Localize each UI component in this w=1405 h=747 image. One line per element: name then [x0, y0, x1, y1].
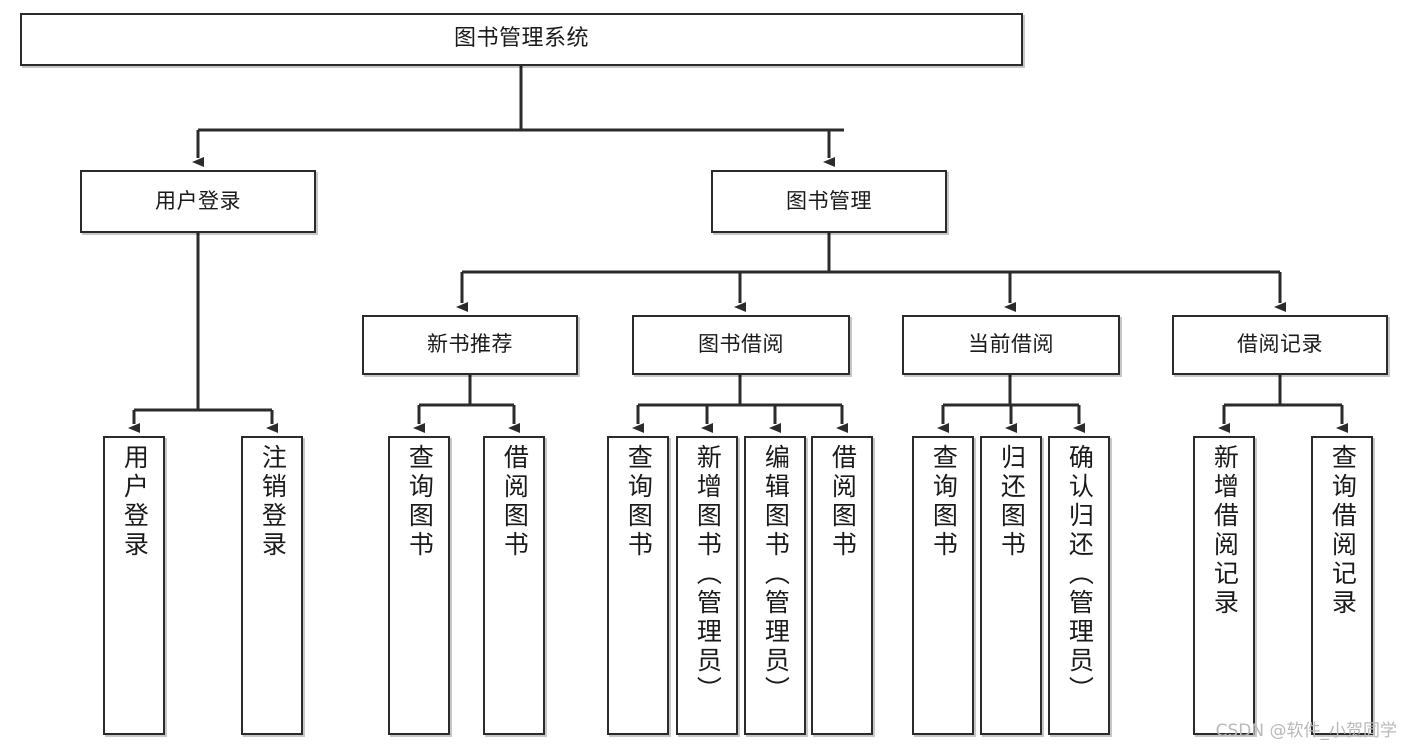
- leaf-current-borrow-2[interactable]: 归还图书: [980, 436, 1042, 735]
- node-book-borrow[interactable]: 图书借阅: [632, 315, 850, 375]
- leaf-book-borrow-3[interactable]: 编辑图书（管理员）: [744, 436, 806, 735]
- leaf-user-login-1[interactable]: 用户登录: [103, 436, 165, 735]
- node-user-login-label: 用户登录: [155, 188, 241, 213]
- leaf-current-borrow-1[interactable]: 查询图书: [912, 436, 974, 735]
- node-new-book-recommend-label: 新书推荐: [427, 332, 513, 357]
- node-book-manage-label: 图书管理: [786, 188, 872, 213]
- node-book-manage[interactable]: 图书管理: [711, 170, 947, 233]
- leaf-borrow-records-2-label: 查询借阅记录: [1328, 444, 1358, 618]
- node-borrow-records-label: 借阅记录: [1237, 332, 1323, 357]
- node-root-label: 图书管理系统: [453, 26, 589, 52]
- leaf-book-borrow-4[interactable]: 借阅图书: [811, 436, 873, 735]
- watermark: CSDN @软件_小贺同学: [1215, 721, 1397, 741]
- leaf-current-borrow-3[interactable]: 确认归还（管理员）: [1048, 436, 1110, 735]
- leaf-borrow-records-2[interactable]: 查询借阅记录: [1311, 436, 1373, 735]
- node-book-borrow-label: 图书借阅: [698, 332, 784, 357]
- leaf-current-borrow-3-label: 确认归还（管理员）: [1065, 444, 1095, 705]
- leaf-new-book-2[interactable]: 借阅图书: [483, 436, 545, 735]
- leaf-new-book-2-label: 借阅图书: [500, 444, 530, 560]
- node-current-borrow-label: 当前借阅: [968, 332, 1054, 357]
- leaf-book-borrow-1-label: 查询图书: [624, 444, 654, 560]
- node-new-book-recommend[interactable]: 新书推荐: [362, 315, 578, 375]
- leaf-book-borrow-3-label: 编辑图书（管理员）: [761, 444, 791, 705]
- node-borrow-records[interactable]: 借阅记录: [1172, 315, 1388, 375]
- leaf-borrow-records-1[interactable]: 新增借阅记录: [1193, 436, 1255, 735]
- leaf-user-login-1-label: 用户登录: [120, 444, 150, 560]
- leaf-book-borrow-1[interactable]: 查询图书: [607, 436, 669, 735]
- leaf-new-book-1-label: 查询图书: [405, 444, 435, 560]
- leaf-current-borrow-2-label: 归还图书: [997, 444, 1027, 560]
- leaf-current-borrow-1-label: 查询图书: [929, 444, 959, 560]
- leaf-user-login-2-label: 注销登录: [258, 444, 288, 560]
- leaf-user-login-2[interactable]: 注销登录: [241, 436, 303, 735]
- node-current-borrow[interactable]: 当前借阅: [902, 315, 1120, 375]
- node-user-login[interactable]: 用户登录: [80, 170, 316, 233]
- leaf-borrow-records-1-label: 新增借阅记录: [1210, 444, 1240, 618]
- node-root[interactable]: 图书管理系统: [20, 13, 1023, 66]
- leaf-new-book-1[interactable]: 查询图书: [388, 436, 450, 735]
- leaf-book-borrow-2-label: 新增图书（管理员）: [693, 444, 723, 705]
- leaf-book-borrow-2[interactable]: 新增图书（管理员）: [676, 436, 738, 735]
- leaf-book-borrow-4-label: 借阅图书: [828, 444, 858, 560]
